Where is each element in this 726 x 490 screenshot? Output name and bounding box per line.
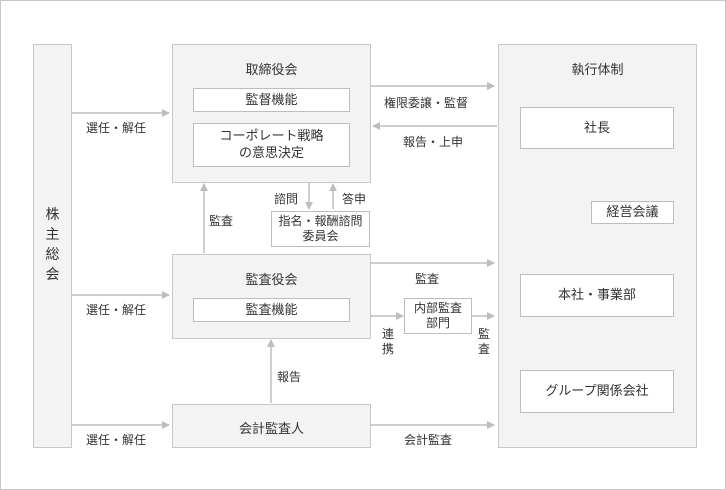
label-elect-dismiss-1: 選任・解任: [86, 121, 147, 135]
group-companies-box: グループ関係会社: [520, 370, 674, 413]
board-title: 取締役会: [245, 63, 298, 78]
accounting-auditor-box: 会計監査人: [172, 404, 371, 448]
label-report-up: 報告・上申: [403, 135, 464, 149]
label-elect-dismiss-3: 選任・解任: [86, 433, 147, 447]
label-consult: 諮問: [274, 192, 299, 206]
hq-divisions-box: 本社・事業部: [520, 274, 674, 317]
president-box: 社長: [520, 107, 674, 149]
shareholders-box: 株主総会: [33, 44, 72, 448]
board-box: 取締役会 監督機能 コーポレート戦略 の意思決定: [172, 44, 371, 183]
label-audit-exec: 監査: [415, 272, 440, 286]
label-elect-dismiss-2: 選任・解任: [86, 303, 147, 317]
internal-audit-dept: 内部監査 部門: [404, 298, 472, 334]
audit-function: 監査機能: [193, 298, 350, 322]
audit-board-box: 監査役会 監査機能: [172, 254, 371, 339]
supervision-function: 監督機能: [193, 88, 350, 112]
nomination-committee: 指名・報酬諮問 委員会: [271, 211, 370, 247]
label-accounting-audit: 会計監査: [404, 433, 453, 447]
strategy-decision-function: コーポレート戦略 の意思決定: [193, 123, 350, 167]
label-delegation: 権限委譲・監督: [384, 96, 469, 110]
label-audit-board: 監査: [209, 214, 234, 228]
execution-title: 執行体制: [571, 63, 624, 78]
management-meeting-box: 経営会議: [591, 201, 674, 224]
accounting-auditor-title: 会計監査人: [238, 422, 304, 437]
label-cooperation: 連携: [381, 327, 394, 356]
audit-board-title: 監査役会: [245, 273, 298, 288]
label-internal-audit: 監査: [477, 327, 490, 356]
shareholders-label: 株主総会: [45, 207, 60, 283]
label-answer: 答申: [342, 192, 367, 206]
label-report: 報告: [277, 370, 302, 384]
